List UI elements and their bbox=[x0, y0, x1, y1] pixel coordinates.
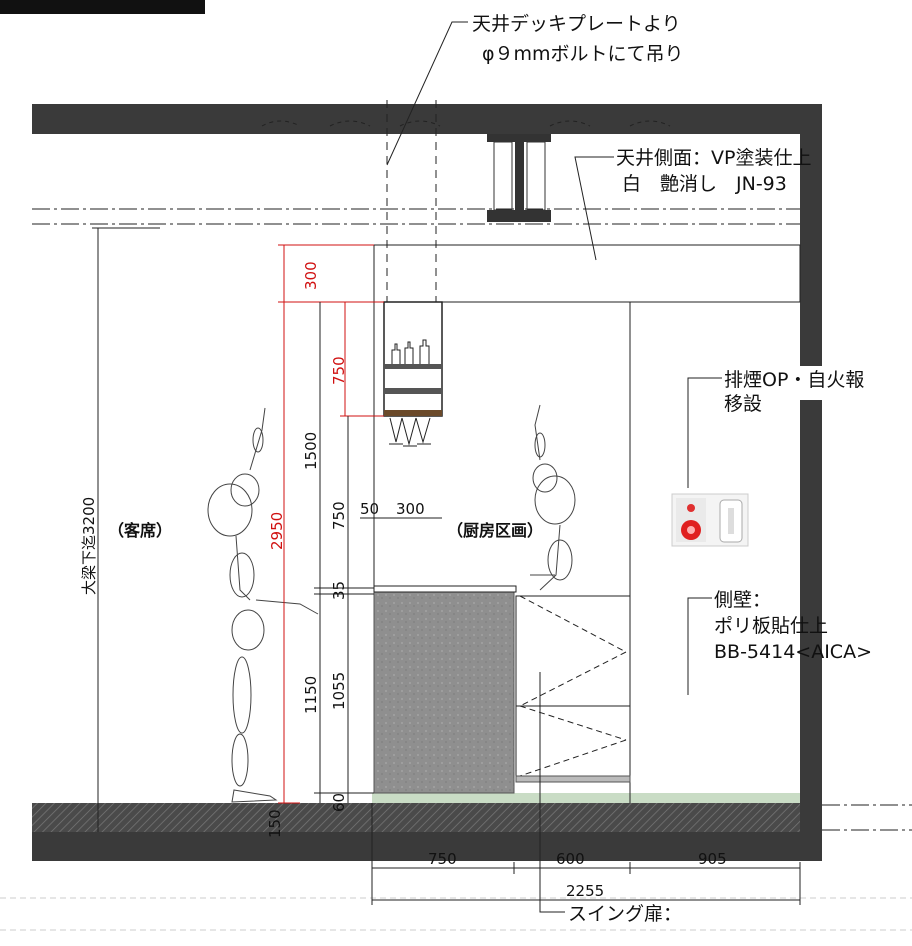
right-wall-upper bbox=[800, 104, 822, 366]
leader-swing-door bbox=[539, 672, 565, 913]
note-ceiling-bolt-2: φ９mmボルトにて吊り bbox=[482, 43, 684, 65]
note-side-wall-1: 側壁： bbox=[714, 589, 771, 611]
note-swing-door: スイング扉： bbox=[568, 903, 682, 925]
dim-300-shelf: 300 bbox=[396, 500, 425, 518]
dim-35: 35 bbox=[330, 581, 348, 600]
swing-door-frame bbox=[515, 595, 631, 783]
leader-side-wall bbox=[687, 597, 712, 695]
note-smoke-2: 移設 bbox=[724, 393, 762, 415]
ceiling-soffit bbox=[373, 244, 801, 303]
red-dim-300: 300 bbox=[302, 261, 320, 290]
red-dim-750: 750 bbox=[330, 356, 348, 385]
dim-50: 50 bbox=[360, 500, 379, 518]
dim-beam-height: 大梁下迄3200 bbox=[80, 497, 98, 595]
leader-ceiling-side bbox=[574, 156, 614, 261]
mannequin-guest-side bbox=[207, 407, 319, 803]
floor-base bbox=[32, 832, 822, 861]
dim-1500: 1500 bbox=[302, 432, 320, 470]
header-block bbox=[0, 0, 205, 14]
note-side-wall-3: BB-5414<AICA> bbox=[714, 641, 872, 663]
leader-ceiling-bolt bbox=[386, 21, 468, 166]
deck-plate-profile bbox=[261, 120, 671, 127]
floor-slab bbox=[32, 803, 800, 832]
dim-1055: 1055 bbox=[330, 672, 348, 710]
dim-1150: 1150 bbox=[302, 676, 320, 714]
ceiling-slab bbox=[32, 104, 809, 134]
red-dim-2950: 2950 bbox=[268, 512, 286, 550]
room-guest-label: （客席） bbox=[108, 521, 172, 540]
note-ceiling-side-1: 天井側面：VP塗装仕上 bbox=[616, 146, 811, 169]
mannequin-kitchen-side bbox=[530, 404, 576, 591]
note-ceiling-side-2: 白 艶消し JN-93 bbox=[622, 173, 787, 195]
right-wall-lower bbox=[800, 400, 822, 832]
dim-750: 750 bbox=[330, 501, 348, 530]
dim-bottom-905: 905 bbox=[698, 850, 727, 868]
note-ceiling-bolt-1: 天井デッキプレートより bbox=[472, 13, 681, 35]
dim-60: 60 bbox=[330, 793, 348, 812]
note-smoke-1: 排煙OP・自火報 bbox=[724, 369, 864, 391]
dim-150: 150 bbox=[266, 809, 284, 838]
dim-bottom-2255: 2255 bbox=[566, 882, 604, 900]
counter-concrete bbox=[373, 591, 515, 794]
dim-bottom-750: 750 bbox=[428, 850, 457, 868]
dim-bottom-600: 600 bbox=[556, 850, 585, 868]
floor-finish bbox=[372, 793, 800, 803]
leader-smoke bbox=[687, 377, 722, 488]
hanging-glass-rack bbox=[383, 301, 443, 447]
fire-alarm-panel bbox=[671, 493, 749, 547]
note-side-wall-2: ポリ板貼仕上 bbox=[714, 615, 828, 637]
room-kitchen-label: （厨房区画） bbox=[447, 521, 543, 540]
counter-top bbox=[373, 585, 517, 593]
h-beam bbox=[487, 134, 551, 222]
